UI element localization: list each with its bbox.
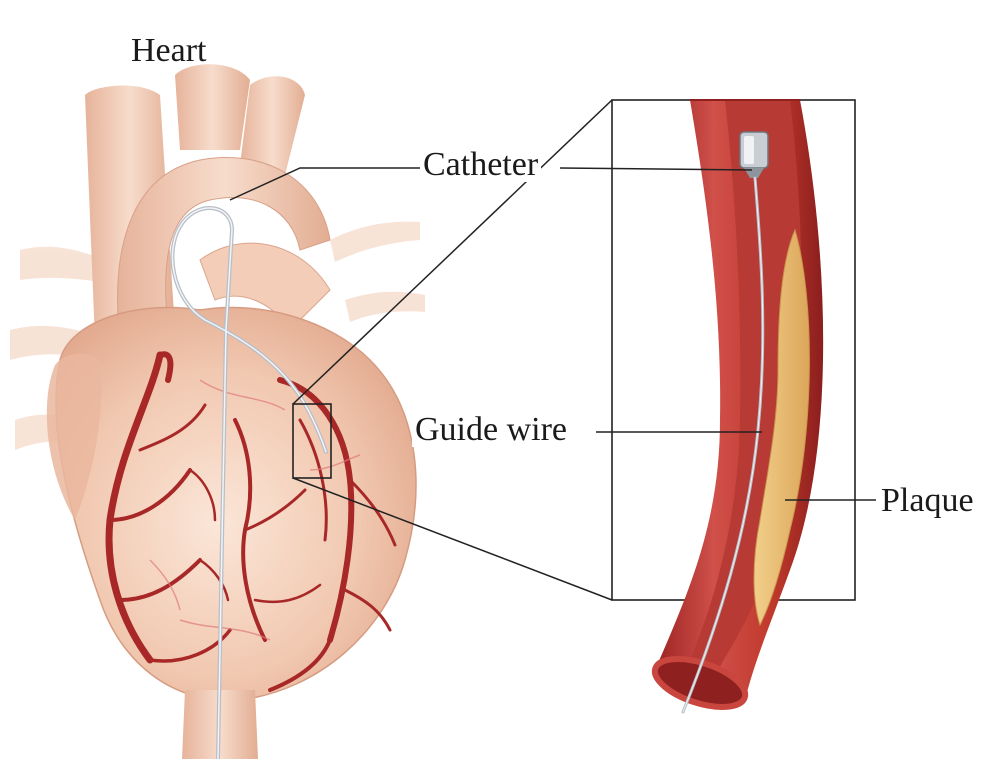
catheter-label: Catheter bbox=[420, 148, 541, 182]
plaque-label: Plaque bbox=[878, 484, 977, 518]
artery-detail bbox=[649, 100, 823, 717]
heart-label: Heart bbox=[128, 34, 210, 68]
guide-wire-label: Guide wire bbox=[412, 413, 570, 447]
great-vessel-top bbox=[175, 64, 250, 150]
